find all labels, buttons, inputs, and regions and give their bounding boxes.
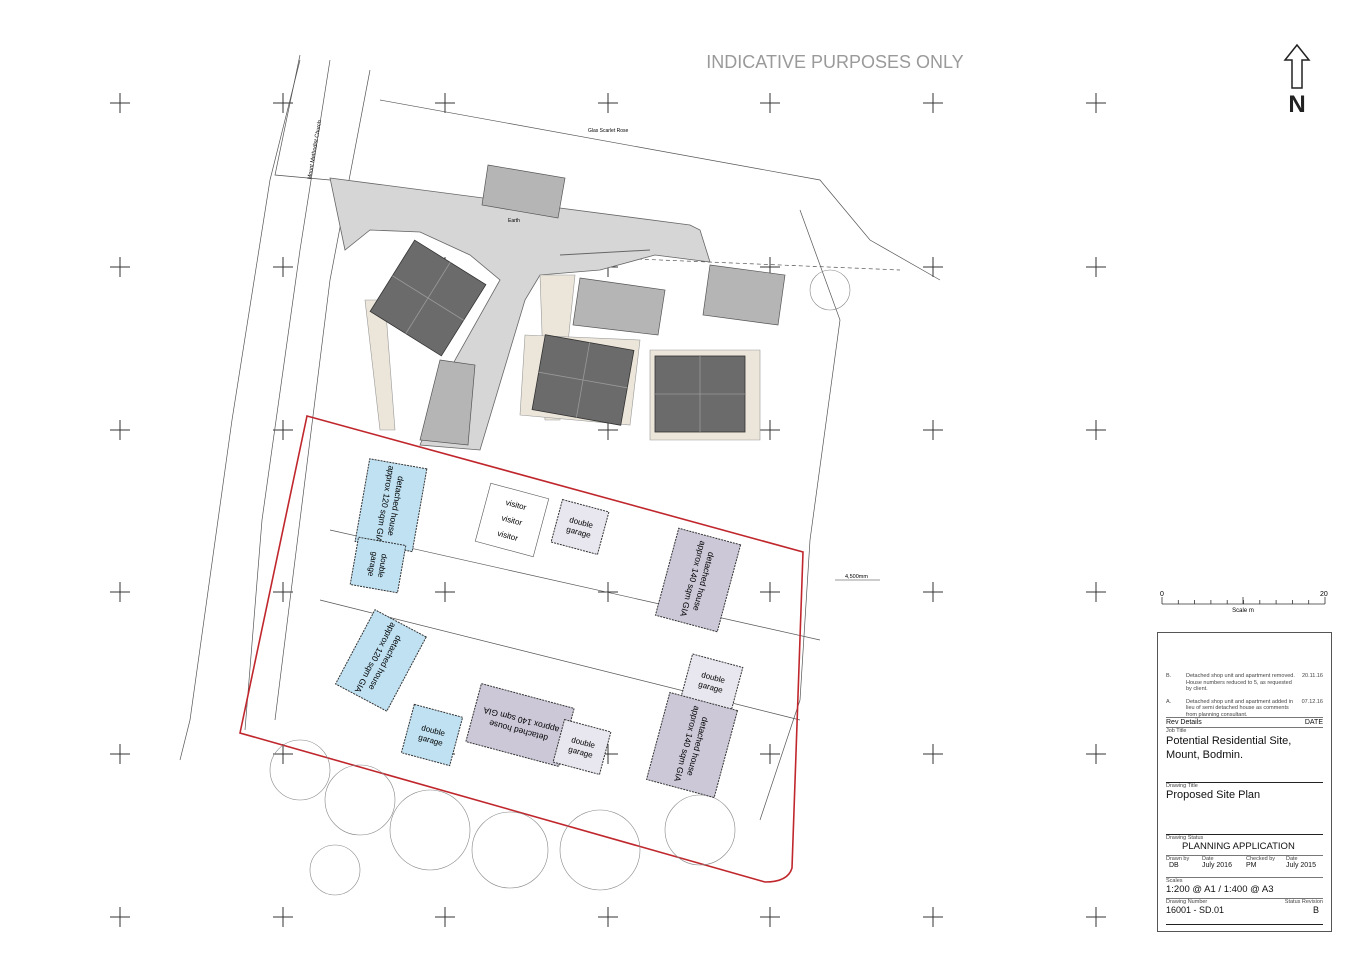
approved-houses (369, 239, 746, 433)
grid-cross (760, 744, 780, 764)
grid-cross (273, 257, 293, 277)
plot-garage-a: double garage (550, 498, 610, 556)
road-note: Glas Scarlet Rose (588, 128, 629, 134)
grid-cross (1086, 93, 1106, 113)
status-label: Drawing Status (1166, 835, 1204, 841)
svg-text:Scale m: Scale m (1232, 608, 1254, 614)
grid-cross (110, 420, 130, 440)
job-title-line: Potential Residential Site, (1166, 735, 1292, 747)
grid-cross (923, 907, 943, 927)
grid-cross (1086, 907, 1106, 927)
grid-cross (273, 907, 293, 927)
svg-text:0: 0 (1160, 591, 1164, 598)
grid-cross (110, 744, 130, 764)
grid-cross (760, 582, 780, 602)
grid-cross (1086, 420, 1106, 440)
grid-cross (110, 907, 130, 927)
church-label: Mount Methodist Church (307, 120, 323, 180)
grid-crosses (110, 93, 1106, 927)
svg-text:visitor: visitor (501, 513, 524, 527)
plot-garage-b: double garage (552, 718, 612, 776)
grid-cross (1086, 257, 1106, 277)
date-header: DATE (1304, 719, 1323, 726)
grid-cross (598, 93, 618, 113)
grid-cross (435, 907, 455, 927)
grid-cross (435, 582, 455, 602)
grid-cross (760, 907, 780, 927)
job-title-label: Job Title (1166, 728, 1187, 734)
plot-detached-140-a: detached house approx 140 sqm GIA (654, 527, 742, 633)
revision-row: B. Detached shop unit and apartment remo… (1166, 673, 1323, 693)
svg-text:20: 20 (1320, 591, 1328, 598)
grid-cross (760, 420, 780, 440)
grid-cross (923, 257, 943, 277)
grid-cross (273, 420, 293, 440)
access-road (329, 177, 711, 451)
site-boundary (239, 415, 804, 883)
svg-text:N: N (1288, 91, 1305, 118)
grid-cross (923, 744, 943, 764)
grid-cross (598, 582, 618, 602)
north-arrow-icon: N (1283, 43, 1311, 118)
svg-text:garage: garage (366, 551, 379, 578)
dimension-marker: 4,500mm (835, 574, 880, 581)
scales-label: Scales (1166, 878, 1183, 884)
grid-cross (923, 93, 943, 113)
grid-cross (1086, 744, 1106, 764)
grid-cross (110, 93, 130, 113)
title-block: B. Detached shop unit and apartment remo… (1157, 632, 1332, 932)
drawing-title: Proposed Site Plan (1166, 789, 1261, 801)
plot-garage-blue-b: double garage (400, 703, 464, 767)
watermark: INDICATIVE PURPOSES ONLY (706, 52, 963, 72)
plot-detached-140-b: detached house approx 140 sqm GIA (465, 682, 575, 768)
drawing-title-label: Drawing Title (1166, 783, 1198, 789)
drawn-by: DB (1169, 862, 1179, 869)
svg-text:visitor: visitor (505, 498, 528, 512)
grid-cross (110, 257, 130, 277)
drawing-number: 16001 - SD.01 (1166, 905, 1225, 915)
grid-cross (760, 93, 780, 113)
visitor-parking: visitor visitor visitor (474, 482, 550, 558)
tree-canopy (269, 269, 851, 896)
plot-detached-120-b: detached house approx 120 sqm GIA (334, 609, 427, 712)
grid-cross (923, 420, 943, 440)
checked-by: PM (1246, 862, 1257, 869)
grid-cross (435, 93, 455, 113)
revision-row: A. Detached shop unit and apartment adde… (1166, 698, 1323, 718)
road-edge (559, 249, 651, 256)
scale-bar: 0 20 Scale m (1160, 591, 1328, 614)
svg-text:visitor: visitor (496, 529, 519, 543)
drawn-date: July 2016 (1202, 862, 1232, 869)
grid-cross (273, 744, 293, 764)
grid-cross (110, 582, 130, 602)
scales: 1:200 @ A1 / 1:400 @ A3 (1166, 884, 1274, 895)
plot-detached-120-a: detached house approx 120 sqm GIA (354, 458, 428, 553)
grid-cross (598, 907, 618, 927)
job-title-line: Mount, Bodmin. (1166, 749, 1244, 761)
grid-cross (923, 582, 943, 602)
revision-list: B. Detached shop unit and apartment remo… (1166, 673, 1323, 719)
status-revision: B (1312, 905, 1319, 915)
plot-garage-blue-a: double garage (349, 536, 407, 594)
approved-garages (419, 164, 786, 446)
earth-label: Earth (508, 218, 520, 224)
svg-text:double: double (376, 553, 389, 579)
grid-cross (273, 582, 293, 602)
svg-text:4,500mm: 4,500mm (845, 574, 868, 580)
checked-date: July 2015 (1286, 862, 1316, 869)
grid-cross (1086, 582, 1106, 602)
rev-header: Rev Details (1166, 719, 1202, 726)
plot-detached-140-c: detached house approx 140 sqm GIA (645, 691, 739, 799)
drawing-status: PLANNING APPLICATION (1182, 841, 1295, 852)
